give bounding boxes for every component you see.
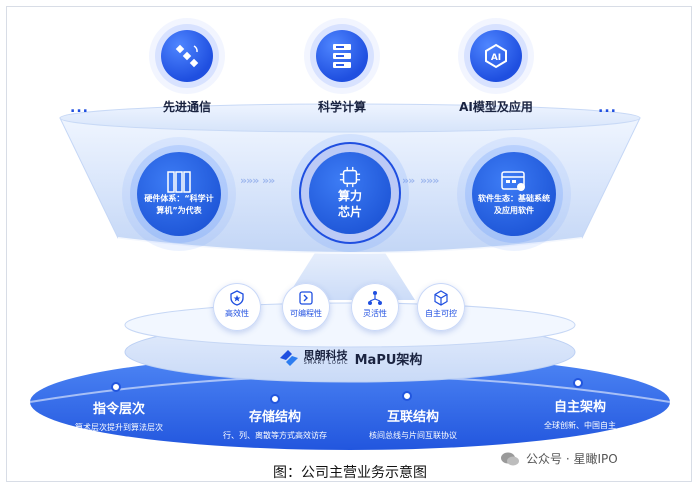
ring-autonomous-architecture: 自主架构 全球创新、中国自主 bbox=[520, 396, 640, 431]
ellipsis-left: ... bbox=[70, 100, 89, 116]
chevrons-left-2: »» bbox=[262, 174, 275, 187]
ring-title: 自主架构 bbox=[553, 400, 606, 415]
ring-sub: 核间总线与片间互联协议 bbox=[369, 431, 457, 440]
smart-logic-logo-icon bbox=[279, 350, 298, 366]
code-bracket-icon bbox=[282, 290, 330, 306]
feature-programmability: 可编程性 bbox=[282, 283, 330, 331]
app-label: 先进通信 bbox=[162, 100, 211, 114]
feature-label: 高效性 bbox=[225, 309, 249, 318]
feature-flexibility: 灵活性 bbox=[351, 283, 399, 331]
hardware-text: 硬件体系：“科学计算机”为代表 bbox=[144, 194, 214, 215]
ring-node-4 bbox=[573, 378, 583, 388]
app-advanced-communication: 先进通信 bbox=[117, 30, 257, 115]
chevrons-right-1: »» bbox=[402, 174, 415, 187]
brand-company: 思朗科技 bbox=[303, 349, 348, 362]
brand-company-block: 思朗科技 SMART LOGIC bbox=[304, 350, 349, 366]
chevrons-right-2: »»» bbox=[420, 174, 439, 187]
feature-label: 可编程性 bbox=[290, 309, 322, 318]
wechat-icon bbox=[501, 452, 519, 465]
feature-label: 自主可控 bbox=[425, 309, 457, 318]
software-text: 软件生态：基础系统及应用软件 bbox=[478, 194, 550, 215]
feature-efficiency: 高效性 bbox=[213, 283, 261, 331]
ring-title: 指令层次 bbox=[92, 402, 145, 417]
compute-chip-circle: 算力 芯片 bbox=[309, 152, 391, 234]
watermark: 公众号 · 星瞰IPO bbox=[500, 450, 618, 467]
ring-interconnect-structure: 互联结构 核间总线与片间互联协议 bbox=[348, 406, 478, 441]
server-icon bbox=[316, 30, 368, 82]
shield-star-icon bbox=[213, 290, 261, 306]
feature-autonomy: 自主可控 bbox=[417, 283, 465, 331]
app-ai-models: AI AI模型及应用 bbox=[426, 30, 566, 115]
bowl-glow bbox=[117, 237, 583, 254]
feature-label: 灵活性 bbox=[363, 309, 387, 318]
ring-base bbox=[30, 354, 670, 450]
application-row: 先进通信 科学计算 AI AI模型及应用 bbox=[0, 30, 700, 120]
brand-company-en: SMART LOGIC bbox=[303, 360, 349, 366]
chip-text-line1: 算力 bbox=[337, 189, 362, 203]
ai-chip-icon: AI bbox=[470, 30, 522, 82]
rack-icon bbox=[167, 171, 191, 193]
brand-architecture: MaPU架构 bbox=[354, 352, 423, 368]
platform-top bbox=[124, 302, 576, 348]
watermark-text: 公众号 · 星瞰IPO bbox=[526, 452, 618, 466]
ellipsis-right: ... bbox=[598, 100, 617, 116]
bowl-rim bbox=[59, 103, 641, 133]
figure-caption: 图：公司主营业务示意图 bbox=[273, 465, 427, 481]
ring-sub: 行、列、离散等方式高效访存 bbox=[223, 431, 327, 440]
ring-title: 互联结构 bbox=[386, 410, 439, 425]
ring-sub: 全球创新、中国自主 bbox=[544, 421, 616, 430]
cube-icon bbox=[417, 290, 465, 306]
ring-storage-structure: 存储结构 行、列、离散等方式高效访存 bbox=[205, 406, 345, 441]
app-label: 科学计算 bbox=[317, 100, 366, 114]
hardware-system-circle: 硬件体系：“科学计算机”为代表 bbox=[137, 152, 221, 236]
ring-node-1 bbox=[111, 382, 121, 392]
ring-title: 存储结构 bbox=[248, 410, 301, 425]
ring-instruction-level: 指令层次 算术层次提升到算法层次 bbox=[46, 398, 192, 433]
satellite-icon bbox=[161, 30, 213, 82]
ring-node-2 bbox=[270, 394, 280, 404]
app-scientific-computing: 科学计算 bbox=[272, 30, 412, 115]
app-window-icon bbox=[501, 171, 525, 191]
software-ecosystem-circle: 软件生态：基础系统及应用软件 bbox=[472, 152, 556, 236]
chevrons-left-1: »»» bbox=[240, 174, 259, 187]
chip-text-line2: 芯片 bbox=[337, 205, 362, 219]
brand-banner: 思朗科技 SMART LOGIC MaPU架构 bbox=[253, 346, 447, 370]
ring-sub: 算术层次提升到算法层次 bbox=[75, 423, 163, 432]
ring-node-3 bbox=[402, 391, 412, 401]
chip-icon bbox=[339, 166, 361, 188]
svg-text:AI: AI bbox=[491, 53, 501, 63]
network-nodes-icon bbox=[351, 290, 399, 306]
app-label: AI模型及应用 bbox=[459, 100, 533, 114]
